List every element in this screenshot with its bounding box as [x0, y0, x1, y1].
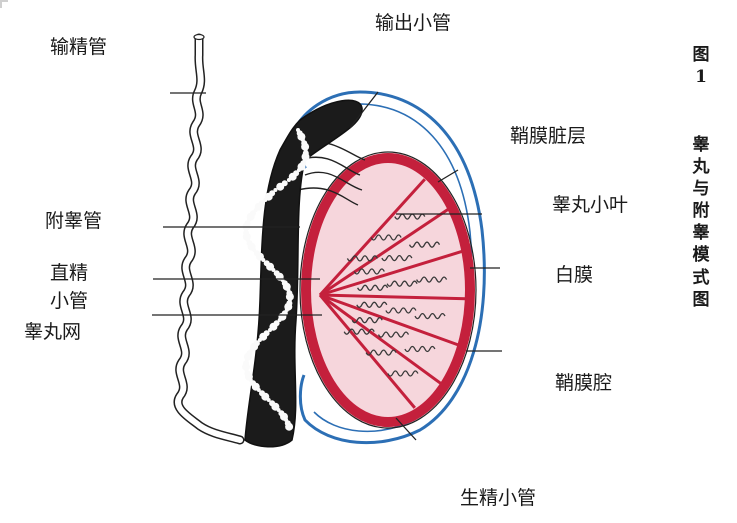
epididymis-lumen: [273, 188, 278, 192]
label-seminiferous-tubule: 生精小管: [460, 487, 537, 509]
caption-title-char: 图: [692, 289, 710, 310]
epididymis-lumen: [277, 318, 282, 322]
caption-title: 睾丸与附睾模式图: [690, 134, 712, 311]
tubule-loop: [351, 317, 383, 324]
label-efferent-ductules: 输出小管: [375, 12, 452, 34]
label-tunica-albuginea: 白膜: [555, 264, 594, 286]
tubule-loop: [404, 345, 436, 353]
label-visceral-layer: 鞘膜脏层: [510, 125, 587, 147]
corner-mark: [0, 0, 8, 8]
label-rete-testis: 睾丸网: [24, 321, 82, 343]
epididymis-lumen: [256, 388, 261, 392]
tubule-loop: [353, 268, 385, 275]
tubule-loop: [394, 213, 426, 220]
label-straight-tubule-2: 小管: [50, 290, 89, 312]
epididymis-lumen: [271, 268, 276, 272]
leader-lines: [152, 91, 502, 441]
leader-seminiferous: [395, 417, 417, 441]
tubule-loop: [385, 307, 417, 314]
tubule-loop: [386, 280, 418, 287]
vas-deferens-tube: [173, 33, 245, 445]
caption-figure: 图 1: [690, 44, 712, 88]
efferent-ductules: [297, 141, 366, 206]
tubule-loop: [365, 349, 397, 356]
septum: [319, 293, 467, 301]
seminiferous-tubules: [343, 213, 448, 377]
label-vas-deferens: 输精管: [50, 36, 108, 58]
tubule-loop: [387, 370, 419, 377]
tubule-loop: [370, 234, 402, 241]
caption-fig-word: 图: [692, 45, 710, 65]
epididymis-lumen: [261, 258, 266, 262]
epididymis-lumen: [286, 178, 291, 182]
septa: [318, 178, 467, 409]
leader-visceral: [437, 169, 459, 183]
tubule-loop: [343, 328, 375, 335]
septum: [318, 178, 426, 297]
label-lobule: 睾丸小叶: [552, 194, 629, 216]
tubule-loop: [377, 331, 410, 338]
epididymis-lumen: [263, 198, 268, 202]
septum: [319, 249, 464, 297]
caption-fig-number: 1: [695, 67, 707, 88]
epididymis-lumen: [257, 338, 262, 342]
caption-title-char: 与: [692, 179, 710, 200]
tubule-loop: [356, 301, 388, 308]
epididymis: [242, 99, 363, 448]
epididymis-lumen: [276, 182, 285, 191]
epididymis-lumen: [288, 172, 297, 181]
epididymis-lumen: [285, 292, 294, 301]
tubule-loop: [357, 284, 389, 291]
septum: [319, 293, 459, 347]
tubule-loop: [381, 254, 413, 262]
caption-title-char: 式: [692, 267, 710, 288]
tubule-loop: [408, 241, 441, 248]
tubule-loop: [414, 312, 446, 320]
label-epididymis: 附睾管: [45, 210, 103, 232]
caption-title-char: 睾: [692, 135, 710, 155]
tubule-loop: [416, 276, 448, 283]
testis-body: [299, 151, 477, 429]
septum: [319, 293, 442, 385]
caption-title-char: 睾: [692, 223, 710, 244]
caption-title-char: 模: [692, 245, 710, 266]
epididymis-lumen: [268, 328, 272, 332]
label-vaginal-cavity: 鞘膜腔: [555, 372, 613, 394]
epididymis-lumen: [266, 398, 271, 402]
caption-title-char: 附: [692, 201, 710, 222]
septum: [318, 294, 416, 409]
epididymis-lumen: [285, 422, 294, 431]
caption-title-char: 丸: [692, 157, 710, 178]
septum: [319, 208, 449, 297]
label-straight-tubule-1: 直精: [50, 262, 89, 284]
leader-efferent: [349, 91, 379, 129]
tubule-loop: [346, 255, 378, 262]
